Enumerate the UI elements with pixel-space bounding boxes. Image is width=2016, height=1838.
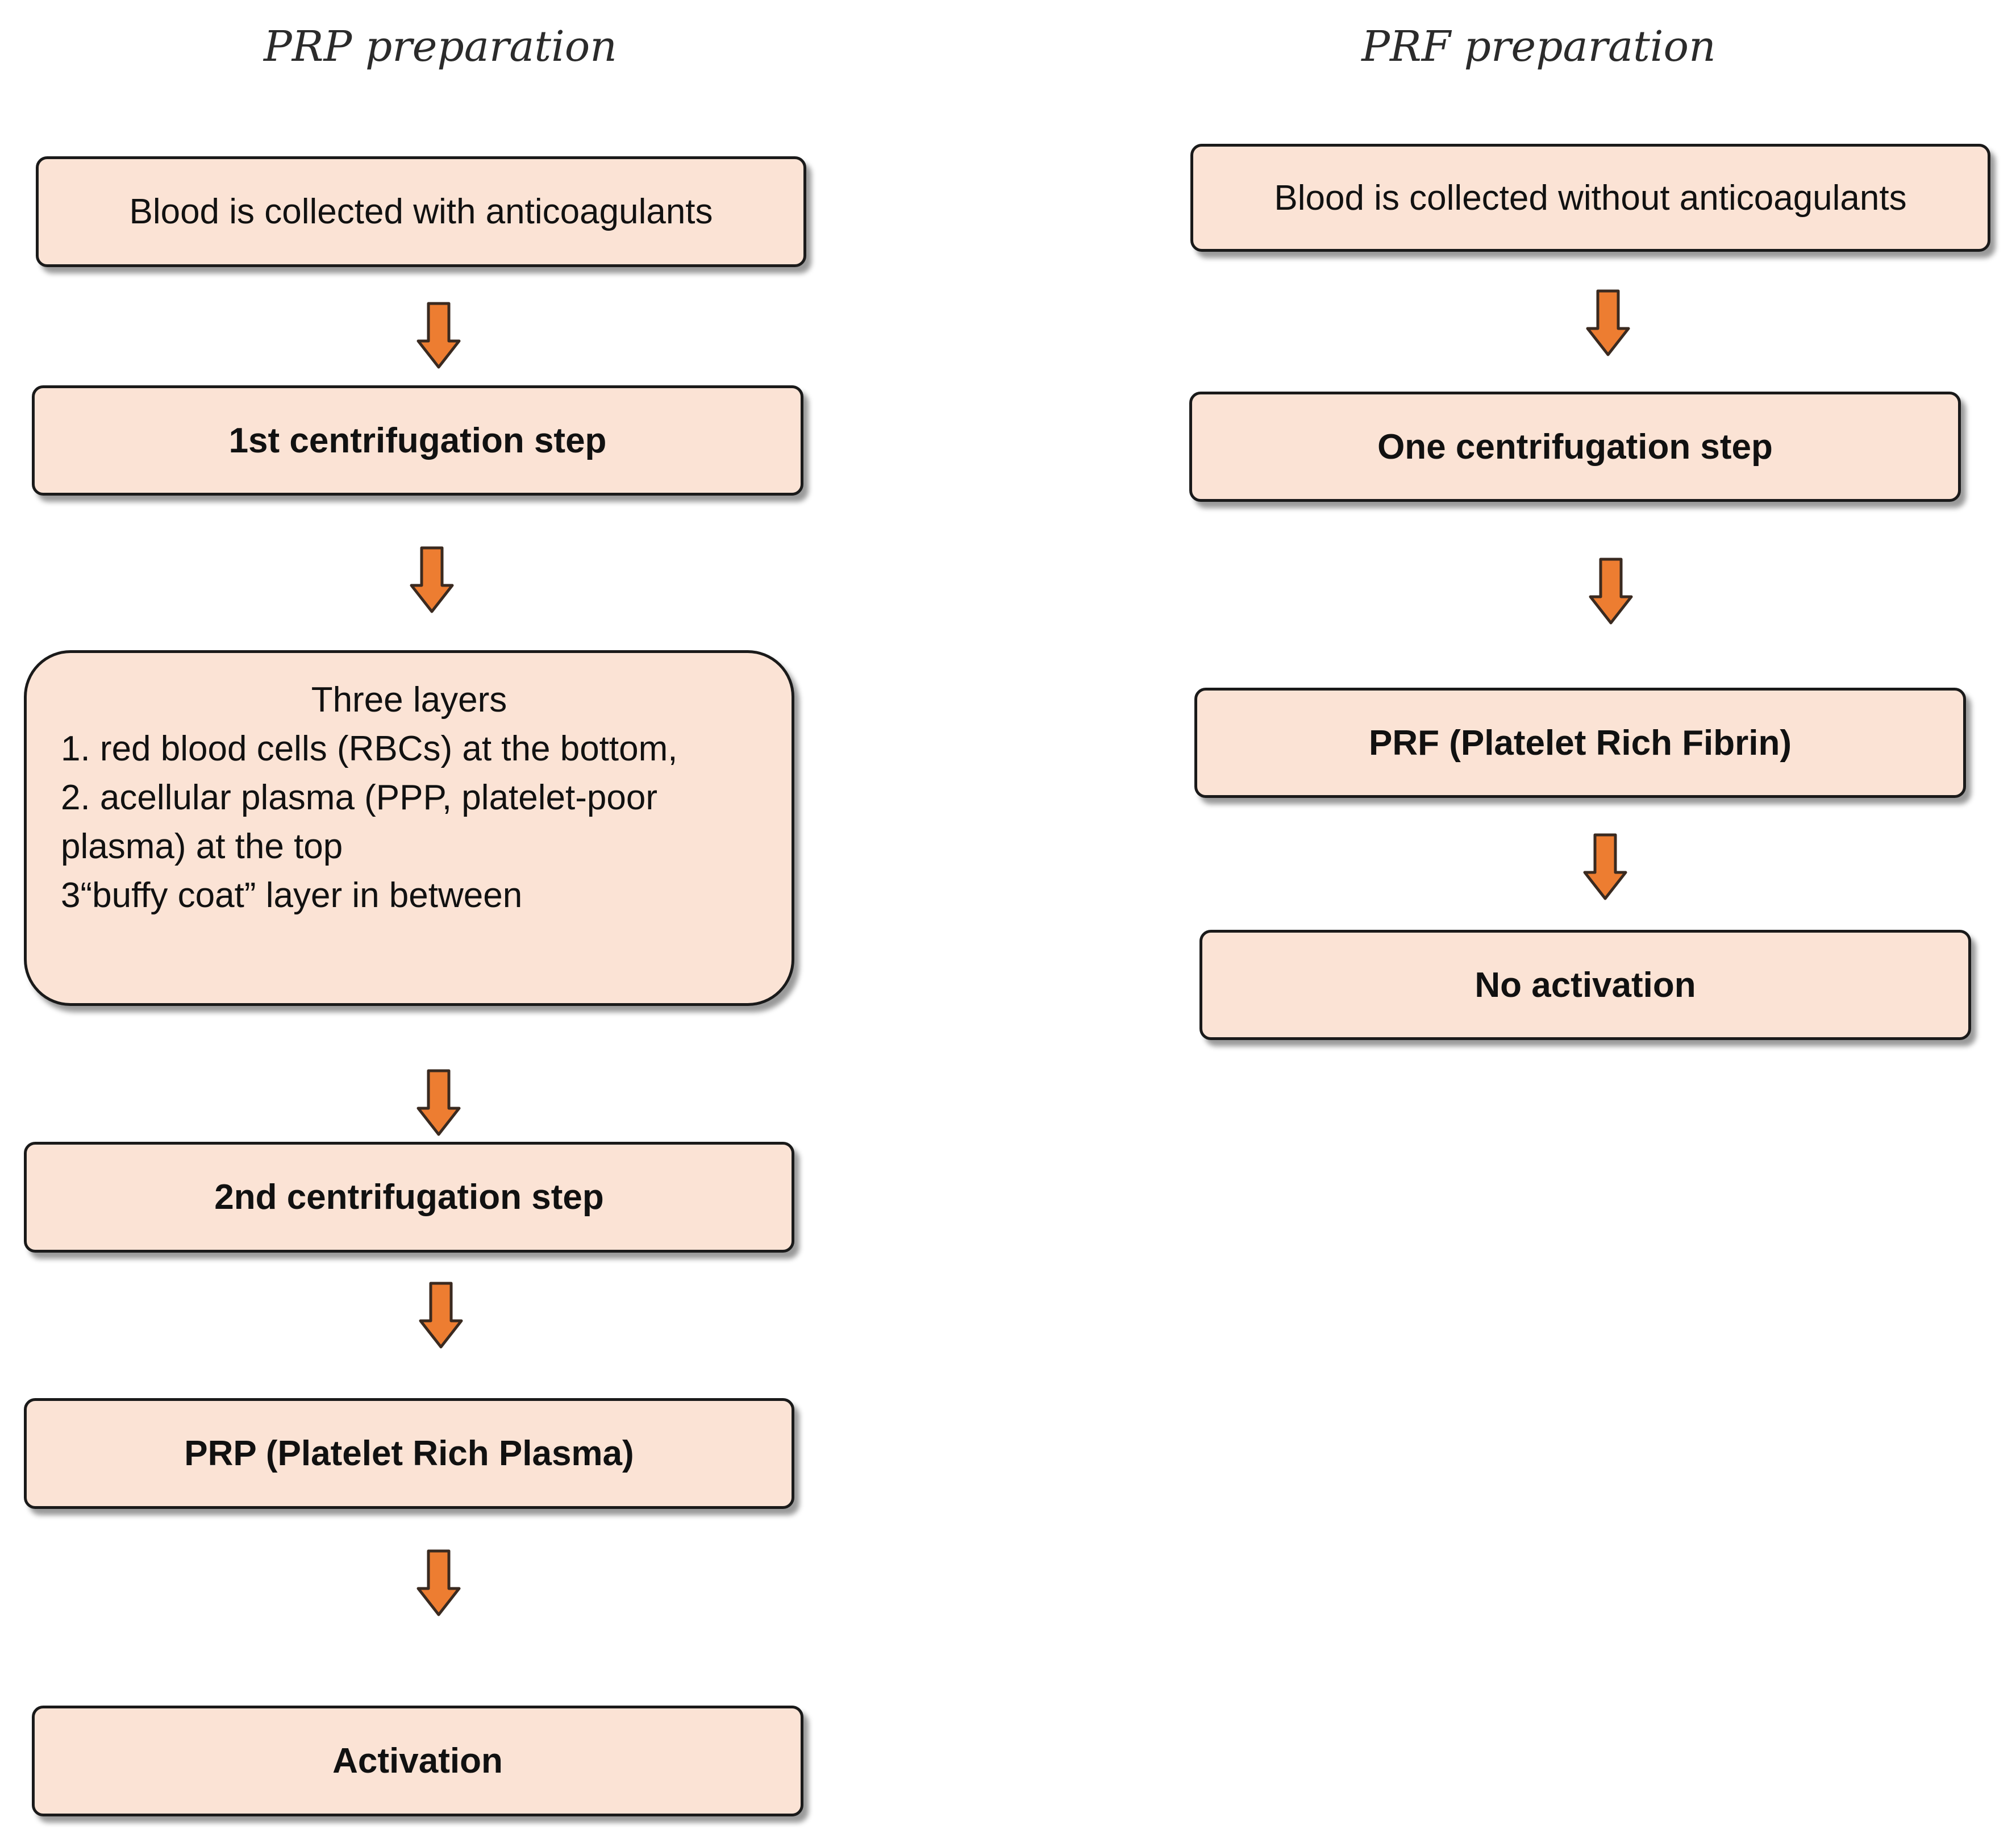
layer-item-rbc: 1. red blood cells (RBCs) at the bottom, (61, 729, 678, 768)
prf-step-one-centrifugation-label: One centrifugation step (1377, 427, 1773, 467)
prp-column-title: PRP preparation (264, 22, 617, 71)
prp-step-second-centrifugation-label: 2nd centrifugation step (214, 1178, 604, 1217)
prp-result-label: PRP (Platelet Rich Plasma) (184, 1434, 634, 1473)
layer-item-ppp: 2. acellular plasma (PPP, platelet-poor (61, 778, 657, 817)
prp-step-blood-collection-label: Blood is collected with anticoagulants (129, 192, 713, 231)
down-arrow-icon (416, 1069, 461, 1136)
down-arrow-icon (1589, 558, 1633, 625)
down-arrow-icon (1583, 833, 1627, 900)
prp-step-second-centrifugation: 2nd centrifugation step (24, 1142, 794, 1253)
down-arrow-icon (416, 1549, 461, 1616)
prf-step-blood-collection-label: Blood is collected without anticoagulant… (1274, 178, 1907, 218)
prf-step-no-activation-label: No activation (1474, 965, 1696, 1005)
down-arrow-icon (1586, 289, 1630, 356)
prp-result-box: PRP (Platelet Rich Plasma) (24, 1398, 794, 1509)
three-layers-title: Three layers (311, 680, 507, 720)
prp-step-first-centrifugation-label: 1st centrifugation step (228, 421, 607, 460)
layer-item-ppp-continued: plasma) at the top (61, 827, 343, 866)
down-arrow-icon (410, 546, 454, 613)
prp-step-first-centrifugation: 1st centrifugation step (32, 385, 803, 496)
prf-result-box: PRF (Platelet Rich Fibrin) (1194, 688, 1966, 798)
prp-step-activation: Activation (32, 1706, 803, 1816)
prf-column-title: PRF preparation (1361, 22, 1716, 71)
prp-three-layers-box: Three layers 1. red blood cells (RBCs) a… (24, 650, 794, 1006)
layer-item-buffy-coat: 3“buffy coat” layer in between (61, 876, 523, 915)
prp-step-activation-label: Activation (332, 1741, 503, 1781)
prf-result-label: PRF (Platelet Rich Fibrin) (1368, 723, 1792, 763)
prf-step-one-centrifugation: One centrifugation step (1189, 392, 1961, 502)
prf-step-blood-collection: Blood is collected without anticoagulant… (1190, 144, 1990, 252)
down-arrow-icon (419, 1282, 463, 1349)
down-arrow-icon (416, 302, 461, 369)
prf-step-no-activation: No activation (1199, 930, 1971, 1040)
prp-step-blood-collection: Blood is collected with anticoagulants (36, 156, 806, 267)
